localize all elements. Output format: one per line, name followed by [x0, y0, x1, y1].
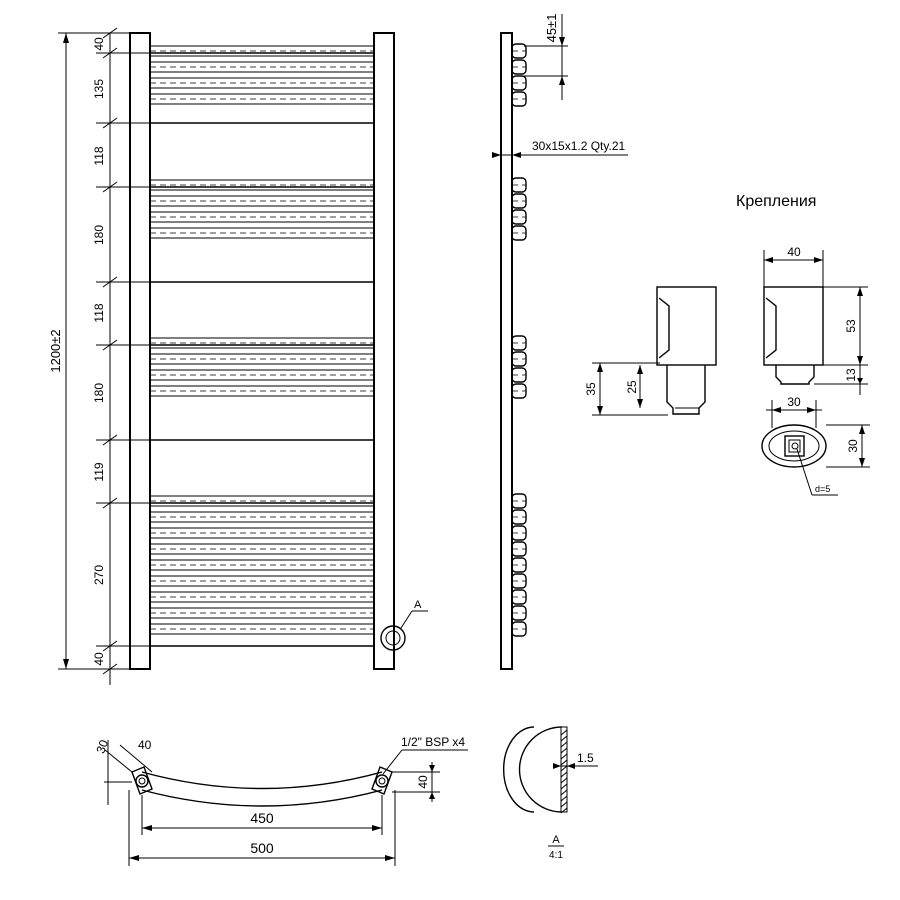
hole-diameter-label: d=5 [815, 484, 830, 494]
rung [150, 511, 374, 523]
detail-view-scale: 4:1 [549, 850, 563, 861]
rung [150, 591, 374, 603]
dimension-tick [102, 497, 118, 509]
detail-hatching [560, 729, 568, 814]
detail-a-view: 1.5 A 4:1 [503, 726, 598, 861]
dimension-tick [102, 339, 118, 351]
rung [150, 179, 374, 191]
hatch-line [560, 735, 568, 742]
rung [150, 559, 374, 571]
rung [150, 77, 374, 89]
mount-top-dim-30h: 30 [846, 439, 860, 453]
hatch-line [560, 807, 568, 814]
dim-label-1: 40 [92, 37, 106, 51]
top-dim-500: 500 [250, 840, 274, 856]
mount-dim-40: 40 [787, 245, 801, 259]
detail-a-label: A [414, 599, 422, 611]
mount-dim-53: 53 [844, 319, 858, 333]
top-dim-40-left: 40 [138, 738, 152, 752]
mount-side-view: 35 25 [584, 286, 717, 416]
rung [150, 575, 374, 587]
rung [150, 543, 374, 555]
mount-dim-25: 25 [625, 380, 639, 394]
hatch-line [560, 759, 568, 766]
rung [150, 337, 374, 349]
top-view: 30 40 1/2" BSP x4 40 450 500 [93, 735, 468, 866]
mount-top-view: 30 30 d=5 [761, 395, 870, 496]
detail-view-label: A [552, 834, 560, 846]
hatch-line [560, 747, 568, 754]
front-guides [96, 52, 374, 647]
detail-a-circle [380, 625, 406, 651]
dimension-tick [102, 434, 118, 446]
hatch-line [560, 789, 568, 796]
dim-label-8: 270 [92, 565, 106, 585]
left-rail [129, 32, 151, 670]
front-dimension-ticks [102, 27, 118, 675]
hatch-line [560, 801, 568, 808]
hatch-line [560, 765, 568, 772]
tube-spec-label: 30x15x1.2 Qty.21 [532, 139, 625, 153]
thread-spec: 1/2" BSP x4 [401, 735, 465, 749]
dim-label-3: 118 [92, 146, 106, 165]
rung [150, 93, 374, 105]
front-view: 1200±2 40 135 118 180 118 180 119 270 40… [48, 27, 428, 685]
rung [150, 195, 374, 207]
dimension-tick [102, 663, 118, 675]
hatch-line [560, 753, 568, 760]
hatch-line [560, 795, 568, 802]
top-dim-450: 450 [250, 810, 274, 826]
hatch-line [560, 741, 568, 748]
dimension-tick [102, 27, 118, 39]
side-tubes [511, 43, 527, 637]
rung [150, 211, 374, 223]
top-dim-40-right: 40 [416, 775, 430, 789]
rung [150, 227, 374, 239]
dim-label-5: 118 [92, 303, 106, 322]
top-dim-30: 30 [93, 738, 111, 756]
dim-label-9: 40 [92, 652, 106, 666]
dimension-tick [102, 47, 118, 59]
rung [150, 45, 374, 57]
dim-label-7: 119 [92, 462, 106, 481]
front-rungs [150, 45, 374, 635]
dimension-tick [102, 117, 118, 129]
right-rail [373, 32, 395, 670]
side-rail [500, 32, 513, 670]
rung [150, 385, 374, 397]
dimension-tick [102, 181, 118, 193]
hatch-line [560, 777, 568, 784]
mount-dim-13: 13 [844, 368, 858, 382]
hatch-line [560, 771, 568, 778]
rung [150, 527, 374, 539]
rung [150, 495, 374, 507]
mount-dim-35: 35 [584, 382, 598, 396]
mount-front-view: 40 53 13 [763, 245, 868, 395]
rung [150, 353, 374, 365]
dimension-tick [102, 276, 118, 288]
mounts-section: Крепления 35 25 [584, 193, 870, 496]
mounts-title: Крепления [736, 193, 816, 210]
hatch-line [560, 783, 568, 790]
side-view: 45±1 30x15x1.2 Qty.21 [492, 14, 628, 670]
pitch-dim-label: 45±1 [544, 14, 559, 43]
dim-label-2: 135 [92, 79, 106, 99]
mount-top-dim-30w: 30 [787, 395, 801, 409]
rung [150, 369, 374, 381]
detail-thickness-label: 1.5 [577, 751, 594, 765]
dimension-tick [102, 640, 118, 652]
rung [150, 61, 374, 73]
hatch-line [560, 729, 568, 736]
dim-label-4: 180 [92, 225, 106, 245]
rung [150, 607, 374, 619]
total-height-label: 1200±2 [48, 329, 63, 372]
rung [150, 623, 374, 635]
dim-label-6: 180 [92, 383, 106, 403]
